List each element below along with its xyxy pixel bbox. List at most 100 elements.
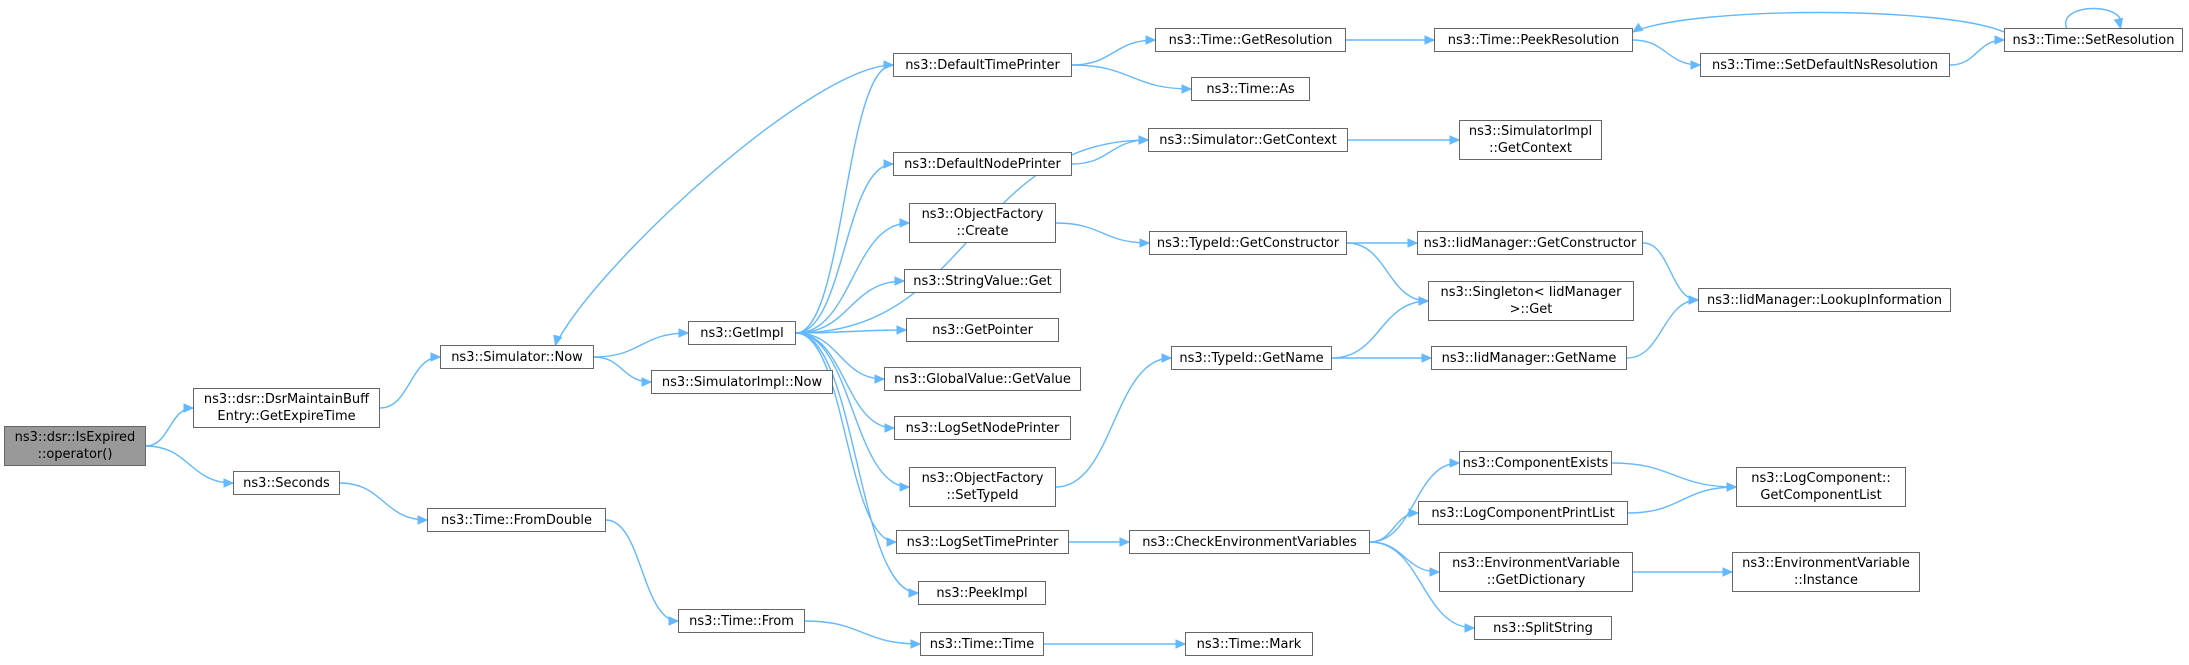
graph-node-label: ns3::Time::SetResolution [2012,32,2175,48]
graph-node-iidgetctor[interactable]: ns3::IidManager::GetConstructor [1417,231,1643,255]
graph-node-label: ns3::Time::FromDouble [441,512,592,528]
graph-node-ofcreate[interactable]: ns3::ObjectFactory::Create [909,203,1056,243]
graph-node-defaultnodeprinter[interactable]: ns3::DefaultNodePrinter [893,152,1072,176]
graph-node-compexists[interactable]: ns3::ComponentExists [1459,451,1612,475]
graph-node-from[interactable]: ns3::Time::From [678,609,805,633]
graph-node-label: ns3::DefaultNodePrinter [904,156,1061,172]
graph-node-envgetdict[interactable]: ns3::EnvironmentVariable::GetDictionary [1439,552,1633,592]
edge-getimpl-to-ofcreate-arrowhead [899,218,911,228]
graph-node-defaulttimeprinter[interactable]: ns3::DefaultTimePrinter [893,53,1072,77]
graph-node-label: ns3::CheckEnvironmentVariables [1142,534,1357,550]
graph-node-getpointer[interactable]: ns3::GetPointer [906,318,1059,342]
edge-checkenv-to-envgetdict-arrowhead [1429,567,1441,577]
edge-typeidgetname-to-singletonget-arrowhead [1418,296,1430,306]
graph-node-label: ns3::dsr::IsExpired [14,430,136,445]
graph-node-ofsettypeid[interactable]: ns3::ObjectFactory::SetTypeId [909,467,1056,507]
graph-node-seconds[interactable]: ns3::Seconds [233,471,340,495]
edge-checkenv-to-compexists-arrowhead [1449,458,1461,468]
graph-node-label: ns3::DefaultTimePrinter [905,57,1060,73]
edge-getimpl-to-logsettimeprinter-arrowhead [886,537,898,547]
edge-getimpl-to-ofsettypeid [795,332,910,488]
graph-node-splitstring[interactable]: ns3::SplitString [1474,616,1612,640]
graph-node-setresolution[interactable]: ns3::Time::SetResolution [2004,28,2183,52]
edge-root-to-seconds-arrowhead [223,478,235,488]
edge-peekresolution-to-setdefaultns [1632,39,1701,66]
graph-node-label: ns3::ObjectFactory [921,471,1044,486]
graph-node-mark[interactable]: ns3::Time::Mark [1185,632,1313,656]
graph-node-envinstance[interactable]: ns3::EnvironmentVariable::Instance [1732,552,1920,592]
graph-node-lookupinfo[interactable]: ns3::IidManager::LookupInformation [1698,288,1951,312]
graph-node-as[interactable]: ns3::Time::As [1191,77,1310,101]
graph-node-globalvalue[interactable]: ns3::GlobalValue::GetValue [884,367,1081,391]
graph-node-label: ns3::Time::Mark [1196,636,1302,652]
edge-defaulttimeprinter-to-as [1071,64,1192,90]
edge-defaulttimeprinter-to-now [554,64,894,346]
edge-now-to-getimpl [593,332,689,358]
graph-node-label: >::Get [1509,302,1553,317]
graph-node-label: ::Instance [1793,573,1859,588]
edge-defaulttimeprinter-to-as-arrowhead [1181,84,1193,94]
graph-node-logcompprintlist[interactable]: ns3::LogComponentPrintList [1418,501,1628,525]
edge-getimpl-to-logsettimeprinter [795,332,897,543]
edge-getimpl-to-stringvalueget-arrowhead [894,276,906,286]
edge-getimpl-to-logsetnodeprinter-arrowhead [884,423,896,433]
graph-node-typeidgetname[interactable]: ns3::TypeId::GetName [1171,346,1332,370]
graph-node-label: ns3::LogSetTimePrinter [906,534,1059,550]
graph-node-root: ns3::dsr::IsExpired::operator() [4,426,146,466]
edge-getimpl-to-globalvalue-arrowhead [874,374,886,384]
edge-defaulttimeprinter-to-getresolution-arrowhead [1145,35,1157,45]
graph-node-getcontext[interactable]: ns3::Simulator::GetContext [1148,128,1348,152]
graph-node-logsettimeprinter[interactable]: ns3::LogSetTimePrinter [896,530,1069,554]
graph-node-label: ns3::IidManager::GetName [1441,350,1617,366]
graph-node-logsetnodeprinter[interactable]: ns3::LogSetNodePrinter [894,416,1071,440]
graph-node-getresolution[interactable]: ns3::Time::GetResolution [1155,28,1346,52]
graph-node-singletonget[interactable]: ns3::Singleton< IidManager >::Get [1428,281,1634,321]
graph-node-now[interactable]: ns3::Simulator::Now [440,345,594,369]
graph-node-label: ns3::Time::GetResolution [1168,32,1333,48]
graph-node-label: ns3::IidManager::GetConstructor [1423,235,1637,251]
graph-node-checkenv[interactable]: ns3::CheckEnvironmentVariables [1129,530,1370,554]
graph-node-label: ns3::ObjectFactory [921,207,1044,222]
graph-node-label: ns3::Time::As [1206,81,1295,97]
edge-getimpl-to-globalvalue [795,332,885,380]
graph-node-peekresolution[interactable]: ns3::Time::PeekResolution [1434,28,1633,52]
graph-node-getimpl[interactable]: ns3::GetImpl [688,321,796,345]
graph-node-peekimpl[interactable]: ns3::PeekImpl [918,581,1046,605]
edge-getimpl-to-peekimpl [795,332,919,594]
graph-node-label: ns3::PeekImpl [936,585,1028,601]
graph-node-simimplnow[interactable]: ns3::SimulatorImpl::Now [651,370,833,394]
edge-checkenv-to-logcompprintlist-arrowhead [1408,508,1420,518]
edge-getexpiretime-to-now [379,356,441,409]
graph-node-simimplgetcontext[interactable]: ns3::SimulatorImpl::GetContext [1459,120,1602,160]
edge-from-to-timetime-arrowhead [910,639,922,649]
graph-node-label: Entry::GetExpireTime [217,409,356,424]
graph-node-label: ns3::Time::SetDefaultNsResolution [1712,57,1938,73]
graph-node-timetime[interactable]: ns3::Time::Time [920,632,1044,656]
edge-getresolution-to-peekresolution-arrowhead [1424,35,1436,45]
graph-node-label: ns3::LogSetNodePrinter [905,420,1060,436]
edge-ofcreate-to-gettypector-arrowhead [1139,238,1151,248]
edge-timetime-to-mark-arrowhead [1175,639,1187,649]
graph-node-stringvalueget[interactable]: ns3::StringValue::Get [904,269,1061,293]
graph-node-label: ns3::dsr::DsrMaintainBuff [203,392,370,407]
edge-getimpl-to-getpointer [795,329,907,334]
graph-node-gettypector[interactable]: ns3::TypeId::GetConstructor [1149,231,1347,255]
graph-node-label: ns3::Simulator::Now [451,349,583,365]
graph-node-getcomplist[interactable]: ns3::LogComponent::GetComponentList [1736,467,1906,507]
graph-node-label: ns3::LogComponent:: [1751,471,1891,486]
edge-logsettimeprinter-to-checkenv-arrowhead [1119,537,1131,547]
edge-iidgetname-to-lookupinfo [1626,299,1699,359]
edge-getimpl-to-peekimpl-arrowhead [908,588,920,598]
edge-checkenv-to-splitstring [1369,541,1475,629]
edge-logcompprintlist-to-getcomplist-arrowhead [1726,482,1738,492]
graph-node-iidgetname[interactable]: ns3::IidManager::GetName [1431,346,1627,370]
graph-node-label: ns3::LogComponentPrintList [1431,505,1615,521]
graph-node-setdefaultns[interactable]: ns3::Time::SetDefaultNsResolution [1700,53,1950,77]
edge-iidgetctor-to-lookupinfo [1642,242,1699,301]
graph-node-label: ns3::Time::From [689,613,794,629]
edge-ofsettypeid-to-typeidgetname [1055,357,1172,488]
graph-node-label: GetComponentList [1760,488,1882,503]
edge-from-to-timetime [804,620,921,645]
graph-node-fromdouble[interactable]: ns3::Time::FromDouble [427,508,606,532]
